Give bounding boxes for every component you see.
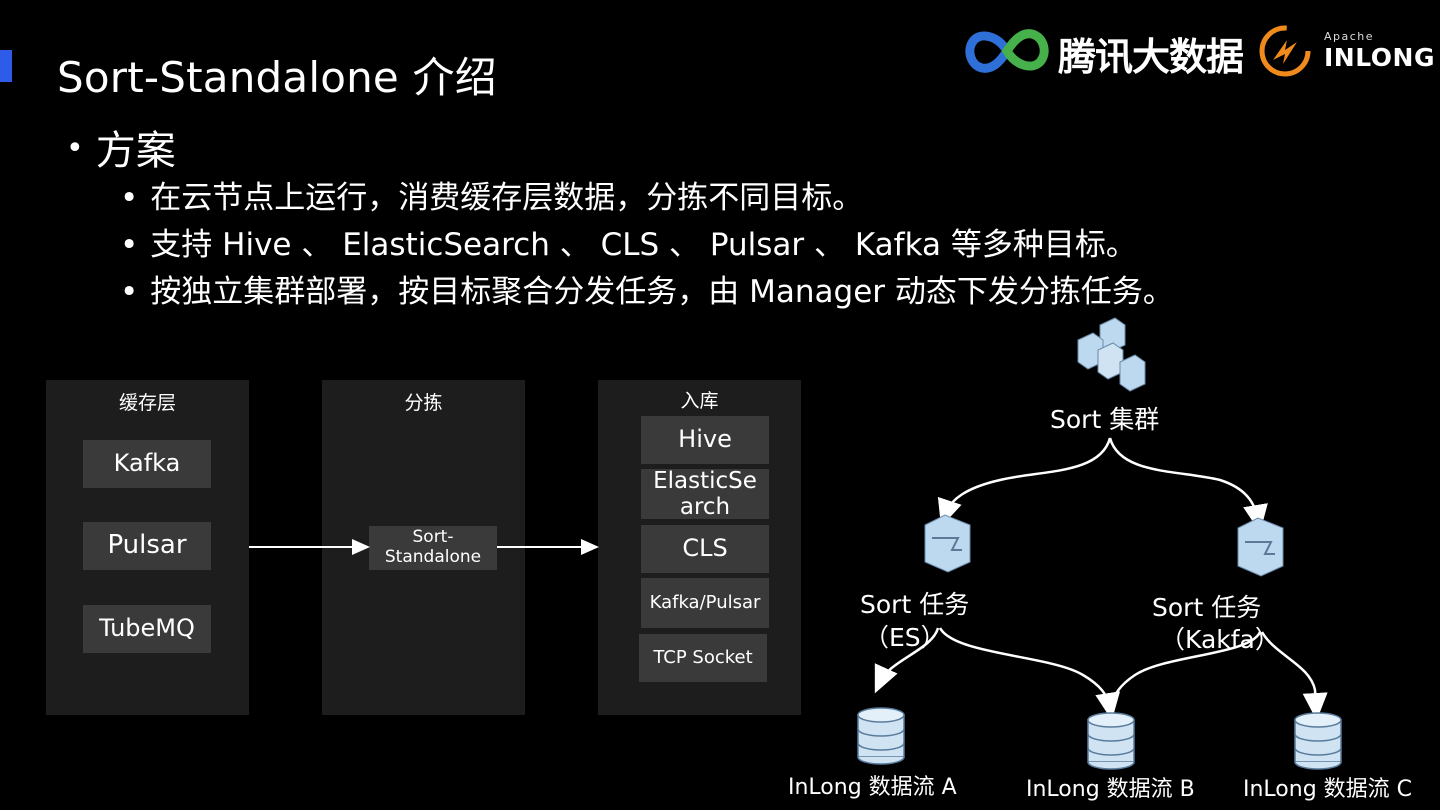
sort-label: 分拣 [404, 392, 443, 414]
bullet-item: •按独立集群部署，按目标聚合分发任务，由 Manager 动态下发分拣任务。 [120, 274, 1174, 310]
bullet-item-text: 按独立集群部署，按目标聚合分发任务，由 Manager 动态下发分拣任务。 [150, 274, 1174, 310]
sort-task-es-sub: （ES） [864, 623, 946, 652]
sink-label: 入库 [680, 390, 719, 412]
sink-item-kafka-pulsar: Kafka/Pulsar [641, 578, 769, 628]
database-icon [857, 707, 905, 765]
inlong-label: INLONG [1324, 43, 1435, 72]
bullet-item: •在云节点上运行，消费缓存层数据，分拣不同目标。 [120, 180, 864, 216]
sort-task-kafka-sub: （Kakfa） [1160, 625, 1280, 654]
sink-item-elasticsearch: ElasticSe arch [641, 467, 769, 520]
sink-panel: 入库 Hive ElasticSe arch CLS Kafka/Pulsar … [598, 380, 801, 715]
cache-item-pulsar: Pulsar [83, 522, 211, 570]
sort-task-kafka-icon [1237, 517, 1284, 577]
inlong-logo-icon [1259, 25, 1311, 77]
cache-item-kafka: Kafka [83, 440, 211, 488]
sort-task-kafka-label: Sort 任务 [1152, 593, 1262, 622]
sort-topology-diagram: Sort 集群 Sort 任务 （ES） Sort 任务 （Kakfa） InL… [780, 310, 1440, 810]
sink-item-hive: Hive [641, 416, 769, 464]
tencent-bigdata-logo-icon [965, 29, 1049, 73]
bullet-heading: •方案 [66, 128, 176, 174]
stream-label-b: InLong 数据流 B [1026, 777, 1195, 802]
bullet-item-text: 在云节点上运行，消费缓存层数据，分拣不同目标。 [150, 180, 864, 216]
apache-label: Apache [1324, 30, 1375, 43]
sink-item-tcp-socket: TCP Socket [639, 634, 767, 682]
server-cluster-icon [1077, 317, 1146, 392]
cache-layer-panel: 缓存层 Kafka Pulsar TubeMQ [46, 380, 249, 715]
sort-panel: 分拣 Sort- Standalone [322, 380, 525, 715]
cache-item-tubemq: TubeMQ [83, 605, 211, 653]
sort-task-es-label: Sort 任务 [860, 590, 970, 619]
title-accent-bar [0, 50, 12, 82]
sink-elasticsearch-line1: ElasticSe [653, 467, 757, 494]
database-icon [1087, 712, 1135, 770]
stream-label-c: InLong 数据流 C [1243, 777, 1413, 802]
slide-title: Sort-Standalone 介绍 [57, 53, 497, 102]
sink-elasticsearch-line2: arch [679, 494, 731, 520]
stream-label-a: InLong 数据流 A [788, 775, 957, 800]
sort-node-line2: Standalone [384, 547, 482, 567]
bullet-item: •支持 Hive 、 ElasticSearch 、 CLS 、 Pulsar … [120, 227, 1137, 263]
database-icon [1294, 712, 1342, 770]
sort-standalone-node: Sort- Standalone [369, 526, 497, 570]
tencent-bigdata-logo-text: 腾讯大数据 [1058, 35, 1244, 79]
sort-task-es-icon [924, 514, 971, 573]
bullet-item-text: 支持 Hive 、 ElasticSearch 、 CLS 、 Pulsar 、… [150, 227, 1137, 263]
logo-group: 腾讯大数据 Apache INLONG [962, 20, 1434, 82]
sort-node-line1: Sort- [412, 527, 454, 548]
topology-lines [857, 317, 1342, 770]
cache-layer-label: 缓存层 [118, 392, 176, 414]
sort-cluster-label: Sort 集群 [1050, 405, 1160, 434]
bullet-heading-text: 方案 [95, 128, 176, 174]
sink-item-cls: CLS [641, 525, 769, 573]
